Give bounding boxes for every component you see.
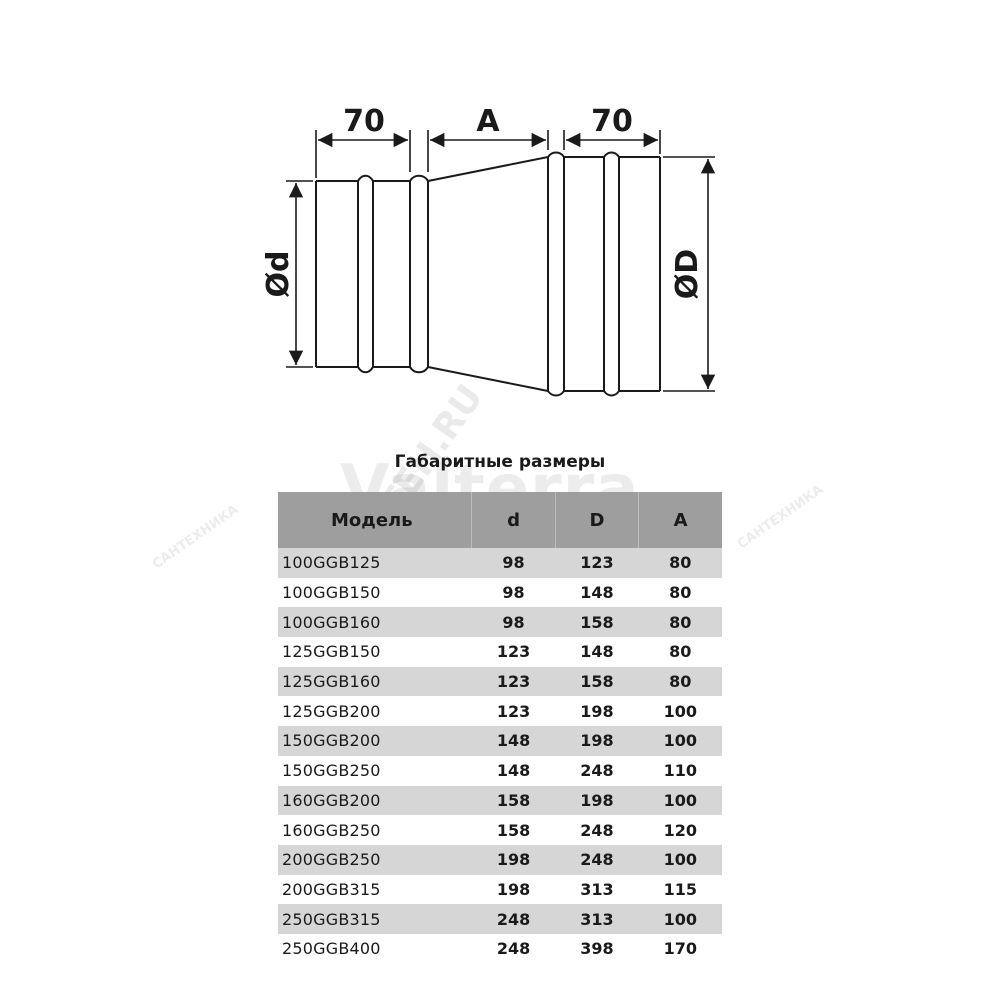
table-row: 125GGB150 123 148 80	[278, 637, 722, 667]
table-row: 200GGB250 198 248 100	[278, 844, 722, 875]
watermark-side-right: САНТЕХНИКА	[735, 482, 827, 553]
cell-model: 150GGB250	[278, 755, 472, 786]
cell-D: 158	[555, 607, 639, 638]
cell-A: 80	[638, 548, 722, 578]
cell-D: 248	[555, 755, 639, 786]
table-title: Габаритные размеры	[394, 452, 606, 472]
cell-A: 80	[638, 577, 722, 608]
cell-A: 100	[638, 726, 722, 756]
cell-A: 170	[638, 933, 722, 964]
cell-d: 98	[471, 577, 556, 608]
table-row: 160GGB200 158 198 100	[278, 785, 722, 816]
table-row: 150GGB200 148 198 100	[278, 726, 722, 756]
cell-A: 100	[638, 844, 722, 875]
cell-model: 150GGB200	[278, 726, 472, 756]
header-model: Модель	[278, 492, 472, 548]
cell-A: 80	[638, 607, 722, 638]
cell-D: 313	[555, 904, 639, 934]
dimension-lines	[286, 130, 716, 392]
dim-large-diameter: ØD	[670, 249, 705, 299]
cell-model: 100GGB160	[278, 607, 472, 638]
table-row: 100GGB160 98 158 80	[278, 607, 722, 638]
cell-model: 100GGB125	[278, 548, 472, 578]
table-row: 250GGB315 248 313 100	[278, 904, 722, 934]
table-row: 200GGB315 198 313 115	[278, 874, 722, 905]
watermark-side-left: САНТЕХНИКА	[150, 502, 242, 573]
cell-model: 200GGB315	[278, 874, 472, 905]
cell-d: 158	[471, 815, 556, 845]
cell-d: 123	[471, 666, 556, 697]
cell-A: 80	[638, 637, 722, 667]
cell-D: 198	[555, 726, 639, 756]
dim-left-length: 70	[343, 104, 385, 139]
cell-A: 100	[638, 696, 722, 727]
cell-model: 160GGB200	[278, 785, 472, 816]
cell-D: 148	[555, 577, 639, 608]
cell-model: 125GGB200	[278, 696, 472, 727]
cell-A: 115	[638, 874, 722, 905]
table-row: 150GGB250 148 248 110	[278, 755, 722, 786]
cell-d: 123	[471, 637, 556, 667]
cell-D: 248	[555, 844, 639, 875]
cell-d: 148	[471, 726, 556, 756]
cell-D: 148	[555, 637, 639, 667]
cell-d: 123	[471, 696, 556, 727]
cell-A: 80	[638, 666, 722, 697]
table-row: 250GGB400 248 398 170	[278, 933, 722, 964]
table-row: 125GGB200 123 198 100	[278, 696, 722, 727]
cell-d: 98	[471, 607, 556, 638]
cell-model: 125GGB150	[278, 637, 472, 667]
cell-model: 160GGB250	[278, 815, 472, 845]
cell-D: 313	[555, 874, 639, 905]
header-A: A	[638, 492, 722, 548]
cell-D: 158	[555, 666, 639, 697]
reducer-outline	[315, 151, 661, 397]
table-header-row: Модель d D A	[278, 492, 722, 548]
cell-D: 198	[555, 785, 639, 816]
table-row: 100GGB125 98 123 80	[278, 548, 722, 578]
cell-A: 120	[638, 815, 722, 845]
header-D: D	[554, 492, 639, 548]
cell-D: 248	[555, 815, 639, 845]
cell-d: 158	[471, 785, 556, 816]
cell-d: 198	[471, 874, 556, 905]
dimensions-table: Модель d D A 100GGB125 98 123 80 100GGB1…	[278, 492, 722, 964]
header-d: d	[471, 492, 556, 548]
cell-D: 198	[555, 696, 639, 727]
cell-model: 250GGB315	[278, 904, 472, 934]
cell-model: 200GGB250	[278, 844, 472, 875]
table-row: 100GGB150 98 148 80	[278, 577, 722, 608]
dim-small-diameter: Ød	[261, 251, 296, 298]
cell-d: 248	[471, 933, 556, 964]
dim-middle-length: A	[476, 104, 500, 139]
cell-A: 110	[638, 755, 722, 786]
cell-d: 248	[471, 904, 556, 934]
cell-D: 398	[555, 933, 639, 964]
cell-d: 148	[471, 755, 556, 786]
cell-A: 100	[638, 785, 722, 816]
cell-d: 198	[471, 844, 556, 875]
cell-model: 250GGB400	[278, 933, 472, 964]
table-row: 125GGB160 123 158 80	[278, 666, 722, 697]
cell-D: 123	[555, 548, 639, 578]
cell-d: 98	[471, 548, 556, 578]
dim-right-length: 70	[591, 104, 633, 139]
cell-A: 100	[638, 904, 722, 934]
table-body: 100GGB125 98 123 80 100GGB150 98 148 80 …	[278, 548, 722, 964]
cell-model: 100GGB150	[278, 577, 472, 608]
cell-model: 125GGB160	[278, 666, 472, 697]
reducer-drawing: 70 A 70 Ød ØD	[261, 104, 716, 397]
table-row: 160GGB250 158 248 120	[278, 815, 722, 845]
